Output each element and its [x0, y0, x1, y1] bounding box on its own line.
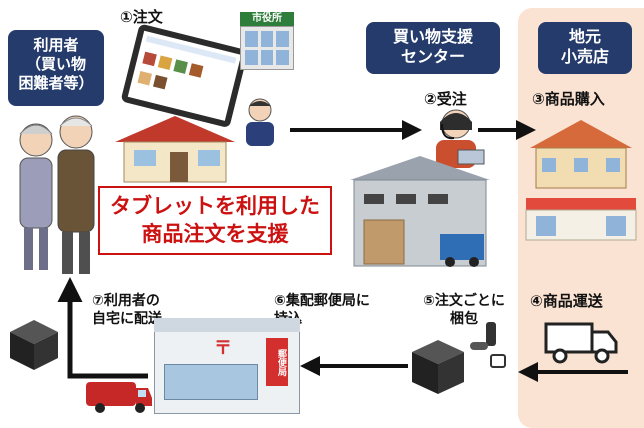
package-box-icon — [412, 340, 464, 394]
step-4-transport: ④商品運送 — [530, 292, 603, 310]
post-office-sign: 郵便局 — [266, 338, 288, 386]
arrow-post-to-home — [57, 277, 148, 379]
step-6-line: ⑥集配郵便局に — [274, 293, 370, 309]
operator-illustration — [436, 109, 485, 168]
delivery-van-icon — [86, 382, 152, 413]
delivered-package-icon — [10, 320, 58, 370]
city-hall-building: 市役所 — [240, 12, 294, 70]
tablet-support-callout: タブレットを利用した 商品注文を支援 — [98, 186, 332, 255]
local-store-label-line: 地元 — [568, 27, 601, 46]
step-7-line: 自宅に配送 — [92, 311, 162, 328]
local-store-label-line: 小売店 — [560, 47, 609, 66]
step-5-pack: ⑤注文ごとに 梱包 — [412, 292, 516, 328]
warehouse-illustration — [350, 156, 490, 267]
user-label-box: 利用者 （買い物 困難者等） — [8, 30, 104, 106]
paper-roll-icon — [490, 354, 506, 368]
support-center-label-line: センター — [400, 47, 465, 66]
city-hall-sign: 市役所 — [240, 12, 294, 26]
local-store-label-box: 地元 小売店 — [538, 22, 632, 74]
bottle-icon — [486, 322, 496, 346]
user-label-line: 利用者 — [33, 36, 79, 54]
user-label-line: 困難者等） — [18, 73, 94, 92]
step-5-line: ⑤注文ごとに — [423, 293, 505, 309]
post-office-mark-icon: 〒 — [214, 338, 232, 359]
support-center-label-line: 買い物支援 — [392, 27, 473, 46]
support-staff-illustration — [246, 98, 274, 146]
step-5-line: 梱包 — [450, 311, 478, 328]
step-3-purchase: ③商品購入 — [532, 90, 605, 108]
user-label-line: （買い物 — [25, 54, 86, 73]
local-store-illustration — [525, 120, 637, 241]
support-center-label-box: 買い物支援 センター — [366, 22, 500, 74]
step-7-line: ⑦利用者の — [92, 293, 160, 309]
elderly-users-illustration — [19, 115, 95, 274]
step-7-home-delivery: ⑦利用者の 自宅に配送 — [92, 292, 162, 328]
flow-arrows — [57, 120, 628, 382]
candy-icon — [470, 342, 488, 350]
tablet-illustration — [121, 24, 248, 127]
callout-line: 商品注文を支援 — [141, 222, 289, 247]
post-office-building: 〒 郵便局 — [154, 318, 300, 414]
truck-icon — [544, 322, 618, 364]
step-1-order: ①注文 — [120, 8, 163, 26]
user-home-illustration — [115, 116, 235, 183]
callout-line: タブレットを利用した — [110, 194, 320, 218]
step-2-receive-order: ②受注 — [424, 90, 467, 108]
